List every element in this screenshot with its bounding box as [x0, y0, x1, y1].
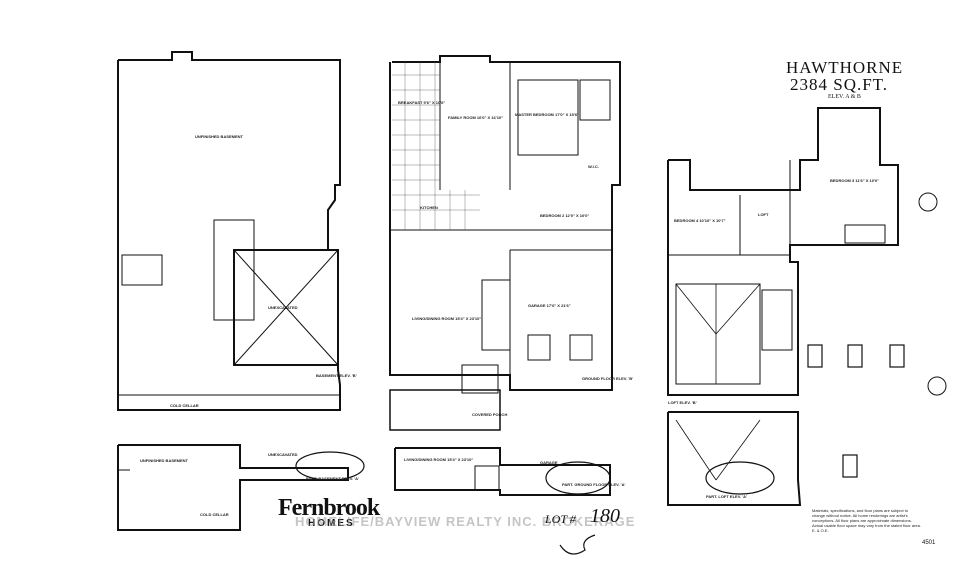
loft-room-label: LOFT	[758, 212, 769, 217]
elevation-label: ELEV. A & B	[828, 94, 861, 100]
model-name: HAWTHORNE	[786, 58, 904, 77]
basement-floor-label: BASEMENT ELEV. 'B'	[316, 373, 357, 378]
disclaimer-note: Materials, specifications, and floor pla…	[812, 508, 921, 533]
breakfast-label: BREAKFAST 9'6" X 10'6"	[398, 100, 446, 105]
partial-living-label: LIVING/DINING ROOM 15'4" X 23'10"	[404, 457, 474, 462]
wic-label: W.I.C.	[588, 164, 599, 169]
lot-number: 180	[590, 505, 620, 527]
partial-basement-outline	[117, 444, 349, 531]
basement-outline	[117, 51, 341, 411]
kitchen-label: KITCHEN	[420, 205, 438, 210]
partial-loft-label: PART. LOFT ELEV. 'A'	[706, 494, 748, 499]
open-to-below	[675, 283, 761, 385]
partial-ground-label: PART. GROUND FLOOR ELEV. 'A'	[562, 482, 626, 487]
square-footage: 2384 SQ.FT.	[790, 75, 889, 94]
porch	[389, 389, 501, 431]
brand-sub: HOMES	[308, 518, 355, 529]
bedroom3-label: BEDROOM 3 11'6" X 10'0"	[830, 178, 880, 183]
partial-basement-unfinished: UNFINISHED BASEMENT	[140, 458, 189, 463]
partial-garage-label: GARAGE	[540, 460, 558, 465]
loft-outline	[667, 107, 899, 396]
bedroom2-label: BEDROOM 2 12'0" X 10'0"	[540, 213, 590, 218]
partial-basement-label: PART. BASEMENT ELEV. 'A'	[306, 476, 360, 481]
partial-basement-unexcavated: UNEXCAVATED	[268, 452, 298, 457]
bedroom4-label: BEDROOM 4 10'10" X 10'7"	[674, 218, 726, 223]
stair-loft	[761, 289, 793, 351]
partial-loft-outline	[667, 411, 802, 506]
master-bedroom-label: MASTER BEDROOM 17'0" X 15'6"	[515, 112, 579, 117]
cold-cellar-label: COLD CELLAR	[170, 403, 199, 408]
partial-ground-outline	[394, 447, 611, 496]
watermark: HOMELIFE/BAYVIEW REALTY INC. BROKERAGE	[295, 514, 636, 529]
basement-unfinished-label: UNFINISHED BASEMENT	[195, 134, 244, 139]
ground-floor-outline	[389, 55, 621, 391]
page-number: 4501	[922, 540, 936, 546]
stair-basement	[213, 219, 255, 321]
basement-unexcavated-label: UNEXCAVATED	[268, 305, 298, 310]
garage-label: GARAGE 17'6" X 21'6"	[528, 303, 571, 308]
ground-floor-label: GROUND FLOOR ELEV. 'B'	[582, 376, 634, 381]
partial-cold-cellar: COLD CELLAR	[200, 512, 229, 517]
stair-ground	[481, 279, 511, 351]
living-dining-label: LIVING/DINING ROOM 15'4" X 23'10"	[412, 316, 482, 321]
loft-floor-label: LOFT ELEV. 'B'	[668, 400, 697, 405]
covered-porch-label: COVERED PORCH	[472, 412, 508, 417]
brand-logo: Fernbrook	[278, 495, 380, 521]
family-room-label: FAMILY ROOM 16'0" X 16'10"	[448, 115, 504, 120]
lot-label: LOT #	[545, 512, 576, 526]
